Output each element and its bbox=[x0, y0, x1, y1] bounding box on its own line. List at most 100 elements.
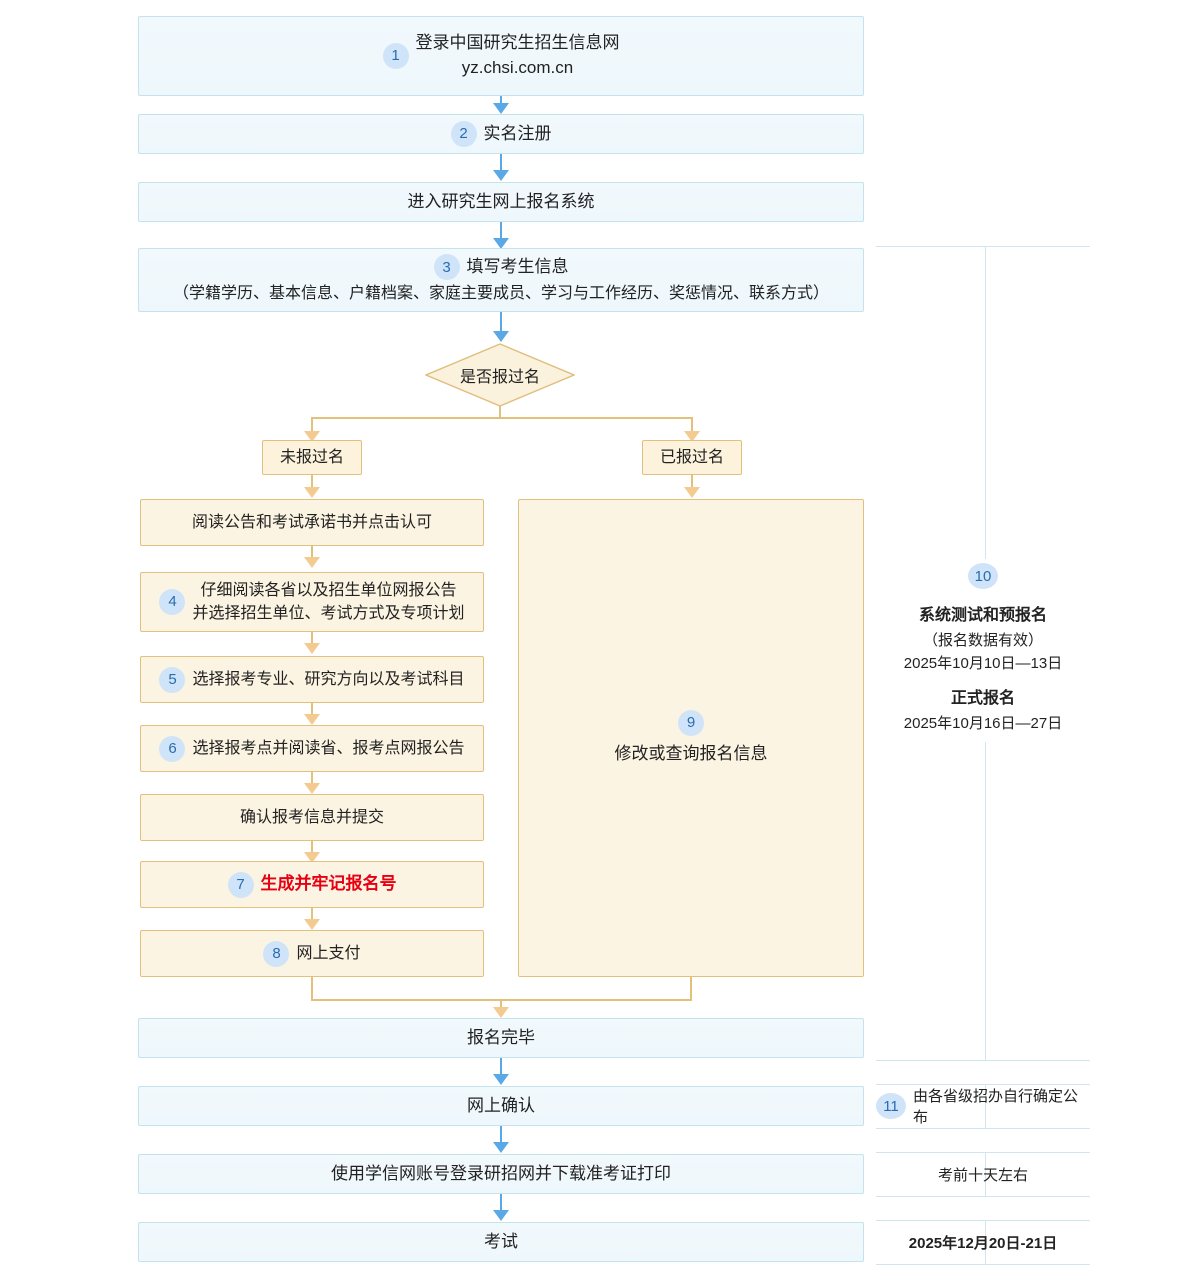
node-choose-major: 5 选择报考专业、研究方向以及考试科目 bbox=[140, 656, 484, 703]
panel-schedule-date2: 2025年10月16日—27日 bbox=[903, 715, 1063, 733]
node-read-province-line2: 并选择招生单位、考试方式及专项计划 bbox=[192, 605, 465, 622]
arrow-fillinfo-decision bbox=[493, 331, 509, 342]
connector-fillinfo-decision bbox=[500, 312, 502, 332]
arrow-alreadyapplied-down bbox=[684, 487, 700, 498]
arrow-ls3-ls4 bbox=[304, 783, 320, 794]
connector-merge-down bbox=[500, 999, 502, 1008]
node-read-notice-label: 阅读公告和考试承诺书并点击认可 bbox=[191, 513, 432, 531]
connector-modify-merge bbox=[690, 977, 692, 1000]
connector-branch-right-down bbox=[691, 417, 693, 433]
connector-branch-horizontal bbox=[311, 417, 693, 419]
connector-branch-left-down bbox=[311, 417, 313, 433]
node-decision-label: 是否报过名 bbox=[459, 369, 540, 386]
step-badge-10: 10 bbox=[968, 563, 998, 589]
step-badge-11: 11 bbox=[876, 1093, 906, 1119]
panel-schedule-title1: 系统测试和预报名 bbox=[918, 607, 1047, 624]
node-already-applied: 已报过名 bbox=[642, 440, 742, 475]
connector-ls0-ls1 bbox=[311, 546, 313, 558]
connector-alreadyapplied-down bbox=[691, 475, 693, 488]
step-badge-1: 1 bbox=[382, 43, 409, 69]
node-login-line1: 登录中国研究生招生信息网 bbox=[415, 33, 620, 53]
node-exam: 考试 bbox=[138, 1222, 864, 1262]
panel-vline-main bbox=[985, 246, 986, 559]
panel-row-exam-date: 2025年12月20日-21日 bbox=[876, 1222, 1090, 1262]
connector-notapplied-down bbox=[311, 475, 313, 488]
node-login-line2: yz.chsi.com.cn bbox=[461, 58, 574, 77]
panel-divider-exam-bottom bbox=[876, 1264, 1090, 1265]
node-registration-complete: 报名完毕 bbox=[138, 1018, 864, 1058]
node-choose-exam-site-label: 选择报考点并阅读省、报考点网报公告 bbox=[192, 739, 465, 757]
panel-divider-complete-top bbox=[876, 1060, 1090, 1061]
connector-ls4-ls5 bbox=[311, 841, 313, 853]
node-online-confirmation-label: 网上确认 bbox=[467, 1095, 535, 1115]
node-register-label: 实名注册 bbox=[483, 123, 552, 143]
arrow-branch-right bbox=[684, 431, 700, 442]
node-enter-system-label: 进入研究生网上报名系统 bbox=[407, 191, 595, 211]
connector-payment-merge bbox=[311, 977, 313, 1000]
panel-divider-top bbox=[876, 246, 1090, 247]
connector-ls3-ls4 bbox=[311, 772, 313, 784]
node-download-admission-ticket: 使用学信网账号登录研招网并下载准考证打印 bbox=[138, 1154, 864, 1194]
arrow-ls4-ls5 bbox=[304, 852, 320, 863]
arrow-ticket-exam bbox=[493, 1210, 509, 1221]
arrow-ls1-ls2 bbox=[304, 643, 320, 654]
node-confirm-submit-label: 确认报考信息并提交 bbox=[239, 808, 384, 826]
step-badge-2: 2 bbox=[450, 121, 477, 147]
panel-schedule: 系统测试和预报名 （报名数据有效） 2025年10月10日—13日 正式报名 2… bbox=[876, 604, 1090, 735]
node-login: 1 登录中国研究生招生信息网 yz.chsi.com.cn bbox=[138, 16, 864, 96]
node-choose-major-label: 选择报考专业、研究方向以及考试科目 bbox=[192, 670, 465, 688]
panel-divider-confirm-top bbox=[876, 1084, 1090, 1085]
node-fill-info: 3 填写考生信息 （学籍学历、基本信息、户籍档案、家庭主要成员、学习与工作经历、… bbox=[138, 248, 864, 312]
node-read-province-notice: 4 仔细阅读各省以及招生单位网报公告 并选择招生单位、考试方式及专项计划 bbox=[140, 572, 484, 632]
node-registration-complete-label: 报名完毕 bbox=[467, 1027, 535, 1047]
arrow-system-fillinfo bbox=[493, 238, 509, 249]
node-decision-has-applied: 是否报过名 bbox=[425, 343, 575, 407]
connector-decision-down bbox=[499, 406, 501, 418]
node-fill-info-line1: 填写考生信息 bbox=[466, 257, 569, 277]
node-online-payment-label: 网上支付 bbox=[296, 944, 361, 962]
panel-vline-seg-1 bbox=[985, 1084, 986, 1128]
panel-schedule-title2: 正式报名 bbox=[950, 690, 1015, 708]
panel-vline-lower bbox=[985, 742, 986, 1060]
panel-schedule-date1: 2025年10月10日—13日 bbox=[903, 655, 1063, 673]
panel-divider-ticket-bottom bbox=[876, 1196, 1090, 1197]
node-choose-exam-site: 6 选择报考点并阅读省、报考点网报公告 bbox=[140, 725, 484, 772]
arrow-register-system bbox=[493, 170, 509, 181]
arrow-ls0-ls1 bbox=[304, 557, 320, 568]
node-already-applied-label: 已报过名 bbox=[659, 448, 724, 466]
panel-row-ticket-note: 考前十天左右 bbox=[876, 1154, 1090, 1194]
step-badge-3: 3 bbox=[433, 254, 460, 281]
node-download-ticket-label: 使用学信网账号登录研招网并下载准考证打印 bbox=[331, 1163, 671, 1183]
node-online-payment: 8 网上支付 bbox=[140, 930, 484, 977]
panel-divider-confirm-bottom bbox=[876, 1128, 1090, 1129]
node-confirm-submit: 确认报考信息并提交 bbox=[140, 794, 484, 841]
node-fill-info-line2: （学籍学历、基本信息、户籍档案、家庭主要成员、学习与工作经历、奖惩情况、联系方式… bbox=[172, 285, 829, 303]
step-badge-7: 7 bbox=[227, 871, 254, 898]
panel-row-ticket-note-text: 考前十天左右 bbox=[937, 1166, 1028, 1184]
connector-ls2-ls3 bbox=[311, 703, 313, 715]
panel-vline-seg-2 bbox=[985, 1152, 986, 1196]
panel-divider-exam-top bbox=[876, 1220, 1090, 1221]
arrow-merge-down bbox=[493, 1007, 509, 1018]
panel-row-confirmation-note: 11 由各省级招办自行确定公布 bbox=[876, 1086, 1090, 1126]
step-badge-8: 8 bbox=[263, 940, 290, 967]
connector-complete-confirm bbox=[500, 1058, 502, 1075]
panel-schedule-badge-wrap: 10 bbox=[876, 563, 1090, 589]
connector-system-fillinfo bbox=[500, 222, 502, 239]
arrow-notapplied-down bbox=[304, 487, 320, 498]
step-badge-6: 6 bbox=[159, 735, 186, 762]
node-read-province-line1: 仔细阅读各省以及招生单位网报公告 bbox=[200, 581, 457, 599]
panel-row-exam-date-text: 2025年12月20日-21日 bbox=[908, 1234, 1058, 1252]
node-generate-number: 7 生成并牢记报名号 bbox=[140, 861, 484, 908]
node-register: 2 实名注册 bbox=[138, 114, 864, 154]
node-modify-query-label: 修改或查询报名信息 bbox=[614, 743, 768, 763]
connector-ticket-exam bbox=[500, 1194, 502, 1211]
panel-vline-seg-3 bbox=[985, 1220, 986, 1264]
node-enter-system: 进入研究生网上报名系统 bbox=[138, 182, 864, 222]
step-badge-5: 5 bbox=[159, 666, 186, 693]
node-not-applied-label: 未报过名 bbox=[279, 448, 344, 466]
node-exam-label: 考试 bbox=[484, 1231, 518, 1251]
connector-confirm-ticket bbox=[500, 1126, 502, 1143]
arrow-branch-left bbox=[304, 431, 320, 442]
arrow-login-register bbox=[493, 103, 509, 114]
